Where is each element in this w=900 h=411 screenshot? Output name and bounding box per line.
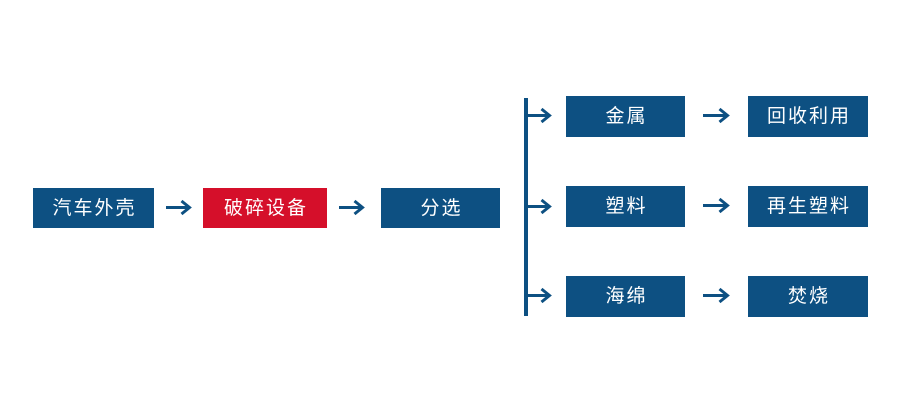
node-destination-recycled-plastic: 再生塑料 (748, 186, 868, 227)
node-car-shell: 汽车外壳 (33, 188, 154, 228)
arrow-right-icon-row-2 (703, 196, 735, 216)
node-material-plastic: 塑料 (566, 186, 685, 227)
node-material-metal: 金属 (566, 96, 685, 137)
arrow-right-icon-main-2 (339, 198, 369, 218)
node-material-sponge: 海绵 (566, 276, 685, 317)
branch-arrow-right-icon-2 (526, 197, 556, 217)
branch-arrow-right-icon-3 (526, 286, 556, 306)
node-destination-recycling: 回收利用 (748, 96, 868, 137)
node-shredding-equipment: 破碎设备 (203, 188, 327, 228)
node-destination-incineration: 焚烧 (748, 276, 868, 317)
node-sorting: 分选 (381, 188, 500, 228)
branch-arrow-right-icon-1 (526, 106, 556, 126)
arrow-right-icon-row-3 (703, 286, 735, 306)
arrow-right-icon-row-1 (703, 106, 735, 126)
arrow-right-icon-main-1 (166, 198, 196, 218)
